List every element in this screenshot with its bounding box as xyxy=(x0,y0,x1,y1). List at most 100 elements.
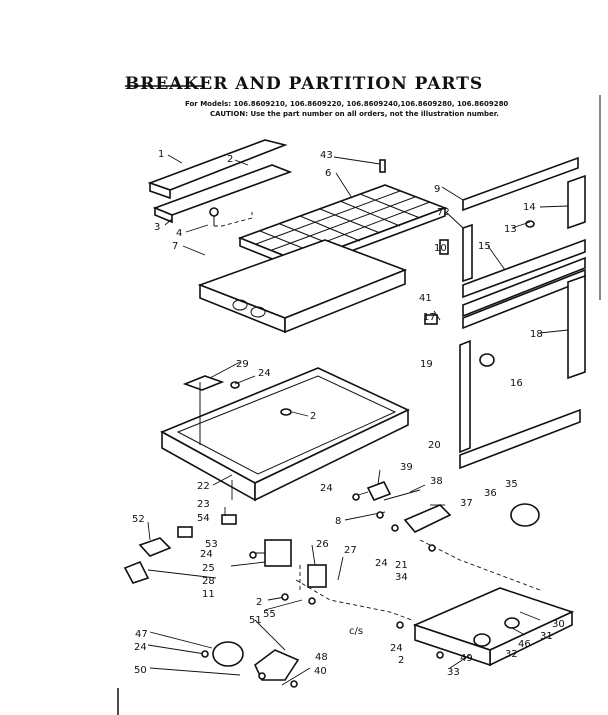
callout-21-39: 21 xyxy=(395,560,408,571)
screw-8 xyxy=(376,511,384,519)
callout-2-21: 2 xyxy=(310,411,316,422)
bracket-29 xyxy=(182,375,225,391)
breaker-trim-upper xyxy=(147,139,288,200)
callout-7-6: 7 xyxy=(172,241,178,252)
breaker-strip-9 xyxy=(462,156,579,212)
callout-35-37: 35 xyxy=(505,479,518,490)
breaker-strip-14 xyxy=(567,174,586,230)
screw-50 xyxy=(258,672,266,680)
callout-6-5: 6 xyxy=(325,168,331,179)
callout-2-1: 2 xyxy=(227,154,233,165)
callout-49-47: 49 xyxy=(460,653,473,664)
breaker-strip-18 xyxy=(567,274,586,380)
page-title: BREAKER AND PARTITION PARTS xyxy=(124,74,484,94)
callout-26-41: 26 xyxy=(316,539,329,550)
caution-note: CAUTION: Use the part number on all orde… xyxy=(210,110,499,118)
callout-50-54: 50 xyxy=(134,665,147,676)
callout-37-34: 37 xyxy=(460,498,473,509)
breaker-grille xyxy=(237,184,448,272)
callout-53-26: 53 xyxy=(205,539,218,550)
screw-33 xyxy=(436,651,444,659)
callout-15-13: 15 xyxy=(478,241,491,252)
breaker-strip-20 xyxy=(459,408,581,470)
callout-34-40: 34 xyxy=(395,572,408,583)
breaker-strip-19 xyxy=(459,339,471,454)
callout-8-35: 8 xyxy=(335,516,341,527)
housing-47 xyxy=(212,641,244,667)
callout-c-s-59: c/s xyxy=(349,626,363,637)
part-54 xyxy=(177,526,193,538)
callout-33-56: 33 xyxy=(447,667,460,678)
callout-17-14: 17 xyxy=(423,312,436,323)
callout-43-4: 43 xyxy=(320,150,333,161)
callout-27-42: 27 xyxy=(344,545,357,556)
callout-40-55: 40 xyxy=(314,666,327,677)
screw-4 xyxy=(209,207,219,226)
callout-2-43: 2 xyxy=(256,597,262,608)
callout-47-52: 47 xyxy=(135,629,148,640)
control-26 xyxy=(307,564,327,588)
light-shield-30 xyxy=(412,587,575,667)
screw-24-e xyxy=(201,650,209,658)
part-11 xyxy=(123,560,150,584)
callout-2-58: 2 xyxy=(398,655,404,666)
callout-19-16: 19 xyxy=(420,359,433,370)
callout-48-46: 48 xyxy=(315,652,328,663)
callout-24-33: 24 xyxy=(320,483,333,494)
screw-55 xyxy=(308,597,316,605)
breaker-housing xyxy=(197,239,408,334)
light-housing-37 xyxy=(403,504,452,533)
callout-39-31: 39 xyxy=(400,462,413,473)
thermostat-25 xyxy=(250,539,292,567)
breaker-strip-72 xyxy=(462,223,473,283)
callout-32-51: 32 xyxy=(505,649,518,660)
screw-43 xyxy=(379,159,386,173)
callout-22-22: 22 xyxy=(197,481,210,492)
clip-10 xyxy=(439,239,449,255)
callout-31-49: 31 xyxy=(540,631,553,642)
callout-55-44: 55 xyxy=(263,609,276,620)
callout-18-15: 18 xyxy=(530,329,543,340)
callout-23-23: 23 xyxy=(197,499,210,510)
model-numbers: For Models: 106.8609210, 106.8609220, 10… xyxy=(185,100,509,108)
part-46 xyxy=(504,617,520,629)
screw-13 xyxy=(525,220,535,228)
callout-46-50: 46 xyxy=(518,639,531,650)
screw-34 xyxy=(428,544,436,552)
screw-24-a xyxy=(352,493,360,501)
breaker-trim-lower xyxy=(152,164,293,224)
callout-29-19: 29 xyxy=(236,359,249,370)
bumper-16 xyxy=(479,353,495,367)
screw-40 xyxy=(290,680,298,688)
breaker-strip-15 xyxy=(462,238,586,299)
callout-24-53: 24 xyxy=(134,642,147,653)
callout-24-38: 24 xyxy=(375,558,388,569)
callout-25-28: 25 xyxy=(202,563,215,574)
part-39 xyxy=(366,480,392,502)
callout-9-7: 9 xyxy=(434,184,440,195)
clip-41 xyxy=(424,314,438,325)
callout-54-24: 54 xyxy=(197,513,210,524)
bulb-35 xyxy=(510,503,540,527)
callout-11-30: 11 xyxy=(202,589,215,600)
callout-1-0: 1 xyxy=(158,149,164,160)
screw-2-d xyxy=(281,593,289,601)
screw-24-c xyxy=(249,551,257,559)
clip-23 xyxy=(221,514,237,525)
callout-30-48: 30 xyxy=(552,619,565,630)
callout-51-45: 51 xyxy=(249,615,262,626)
callout-41-10: 41 xyxy=(419,293,432,304)
part-52 xyxy=(138,537,172,557)
screw-24-b xyxy=(391,524,399,532)
screw-24-f xyxy=(396,621,404,629)
screw-2-pan xyxy=(280,408,292,416)
callout-16-17: 16 xyxy=(510,378,523,389)
callout-10-9: 10 xyxy=(434,243,447,254)
callout-52-25: 52 xyxy=(132,514,145,525)
callout-24-27: 24 xyxy=(200,549,213,560)
callout-24-20: 24 xyxy=(258,368,271,379)
callout-38-32: 38 xyxy=(430,476,443,487)
callout-36-36: 36 xyxy=(484,488,497,499)
